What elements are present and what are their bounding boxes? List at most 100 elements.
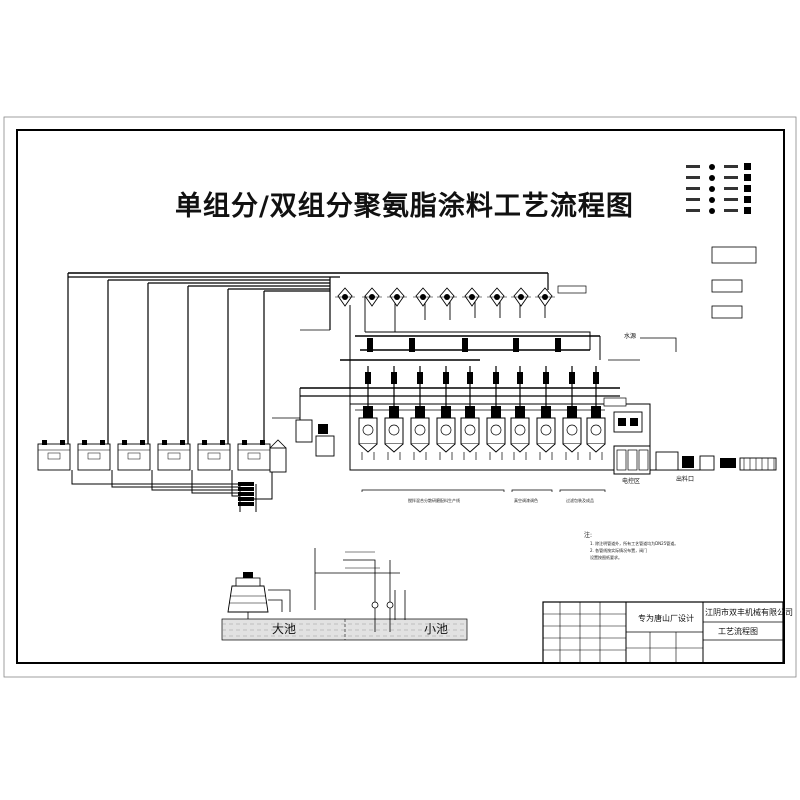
vessel-window: [590, 424, 602, 436]
vessel-window: [514, 424, 526, 436]
vessel-filter: [543, 372, 549, 384]
pipe-line: [191, 470, 240, 494]
mixing-vessel: [510, 417, 530, 445]
vessel-filter: [443, 372, 449, 384]
outlet-label: 出料口: [676, 475, 694, 483]
legend-text-mark: [724, 198, 738, 201]
legend-text-mark: [724, 176, 738, 179]
water-label: 水源: [624, 332, 636, 340]
conveyor-drive: [720, 458, 736, 468]
tank-valve: [60, 440, 65, 445]
tank-plate: [127, 452, 141, 460]
notes-heading: 注:: [584, 531, 592, 539]
vessel-motor: [465, 406, 475, 418]
tank-valve: [260, 440, 265, 445]
vacuum-unit: [613, 411, 643, 433]
tank-valve: [82, 440, 87, 445]
vessel-motor: [363, 406, 373, 418]
cabinet-door: [627, 449, 638, 471]
pipe-line: [111, 470, 240, 488]
motor: [318, 424, 328, 434]
legend-symbol: [709, 208, 715, 214]
inline-filter: [409, 338, 415, 352]
mixing-vessel: [436, 417, 456, 445]
control-room-label: 电控区: [622, 477, 640, 485]
vessel-cone: [536, 443, 556, 453]
legend-symbol: [709, 175, 715, 181]
legend-symbol: [744, 174, 751, 181]
vessel-filter: [569, 372, 575, 384]
top-dispersers: [335, 285, 587, 307]
vessel-window: [388, 424, 400, 436]
right-equipment: [603, 337, 777, 475]
pipe-line: [365, 331, 591, 350]
legend-symbol: [709, 186, 715, 192]
vessel-window: [540, 424, 552, 436]
vessel-motor: [515, 406, 525, 418]
group-label-1: 搅拌混合分散研磨配料生产线: [408, 497, 460, 503]
vessel-window: [362, 424, 374, 436]
feed-tank-roof: [269, 439, 287, 449]
vacuum-tag: [603, 397, 627, 407]
group-label-3: 过滤包装及成品: [566, 497, 594, 503]
note-line-3: 设置按图纸要求。: [590, 554, 622, 560]
vessel-cone: [358, 443, 378, 453]
vessel-filter: [391, 372, 397, 384]
pipe-line: [364, 296, 546, 332]
vessel-cone: [486, 443, 506, 453]
title-block: [542, 601, 784, 664]
pump: [238, 497, 254, 501]
vessel-motor: [415, 406, 425, 418]
design-note: 专为唐山厂设计: [638, 613, 694, 623]
legend-text-mark: [724, 165, 738, 168]
vessel-cone: [586, 443, 606, 453]
vessel-motor: [567, 406, 577, 418]
legend: [686, 163, 751, 214]
filter-press: [655, 451, 679, 471]
tank-plate: [207, 452, 221, 460]
legend-symbol: [709, 197, 715, 203]
mixing-vessel: [586, 417, 606, 445]
cabinet-door: [638, 449, 649, 471]
pipe-line: [151, 470, 240, 491]
water-pipe: [640, 337, 677, 352]
pipe-network: [67, 272, 700, 512]
vessel-motor: [541, 406, 551, 418]
inline-filter: [513, 338, 519, 352]
mixing-vessel: [410, 417, 430, 445]
tank-plate: [247, 452, 261, 460]
feed-tank: [269, 447, 287, 473]
packing-motor: [682, 456, 694, 468]
storage-tanks: [37, 419, 335, 506]
vessel-filter: [593, 372, 599, 384]
legend-symbol: [744, 163, 751, 170]
inline-filter: [462, 338, 468, 352]
small-pool-label: 小池: [424, 622, 448, 636]
legend-text-mark: [686, 198, 700, 201]
vessel-cone: [510, 443, 530, 453]
packing-unit: [699, 455, 715, 471]
vessel-cone: [384, 443, 404, 453]
vacuum-pump: [618, 418, 626, 426]
legend-text-mark: [686, 176, 700, 179]
note-line-2: 2. 各管线按实际情况布置，阀门: [590, 547, 647, 553]
mixing-vessel: [358, 417, 378, 445]
vessel-filter: [417, 372, 423, 384]
legend-symbol: [709, 164, 715, 170]
legend-symbol: [744, 207, 751, 214]
vessel-filter: [365, 372, 371, 384]
pump: [238, 492, 254, 496]
vacuum-pump: [630, 418, 638, 426]
detail-boxes: [711, 246, 757, 319]
vessel-cone: [460, 443, 480, 453]
legend-symbol: [744, 196, 751, 203]
tank-valve: [122, 440, 127, 445]
tank-valve: [180, 440, 185, 445]
vessel-motor: [441, 406, 451, 418]
vessel-window: [490, 424, 502, 436]
tank-plate: [167, 452, 181, 460]
vessel-cone: [410, 443, 430, 453]
large-pool-label: 大池: [272, 622, 296, 636]
mixing-vessel: [486, 417, 506, 445]
